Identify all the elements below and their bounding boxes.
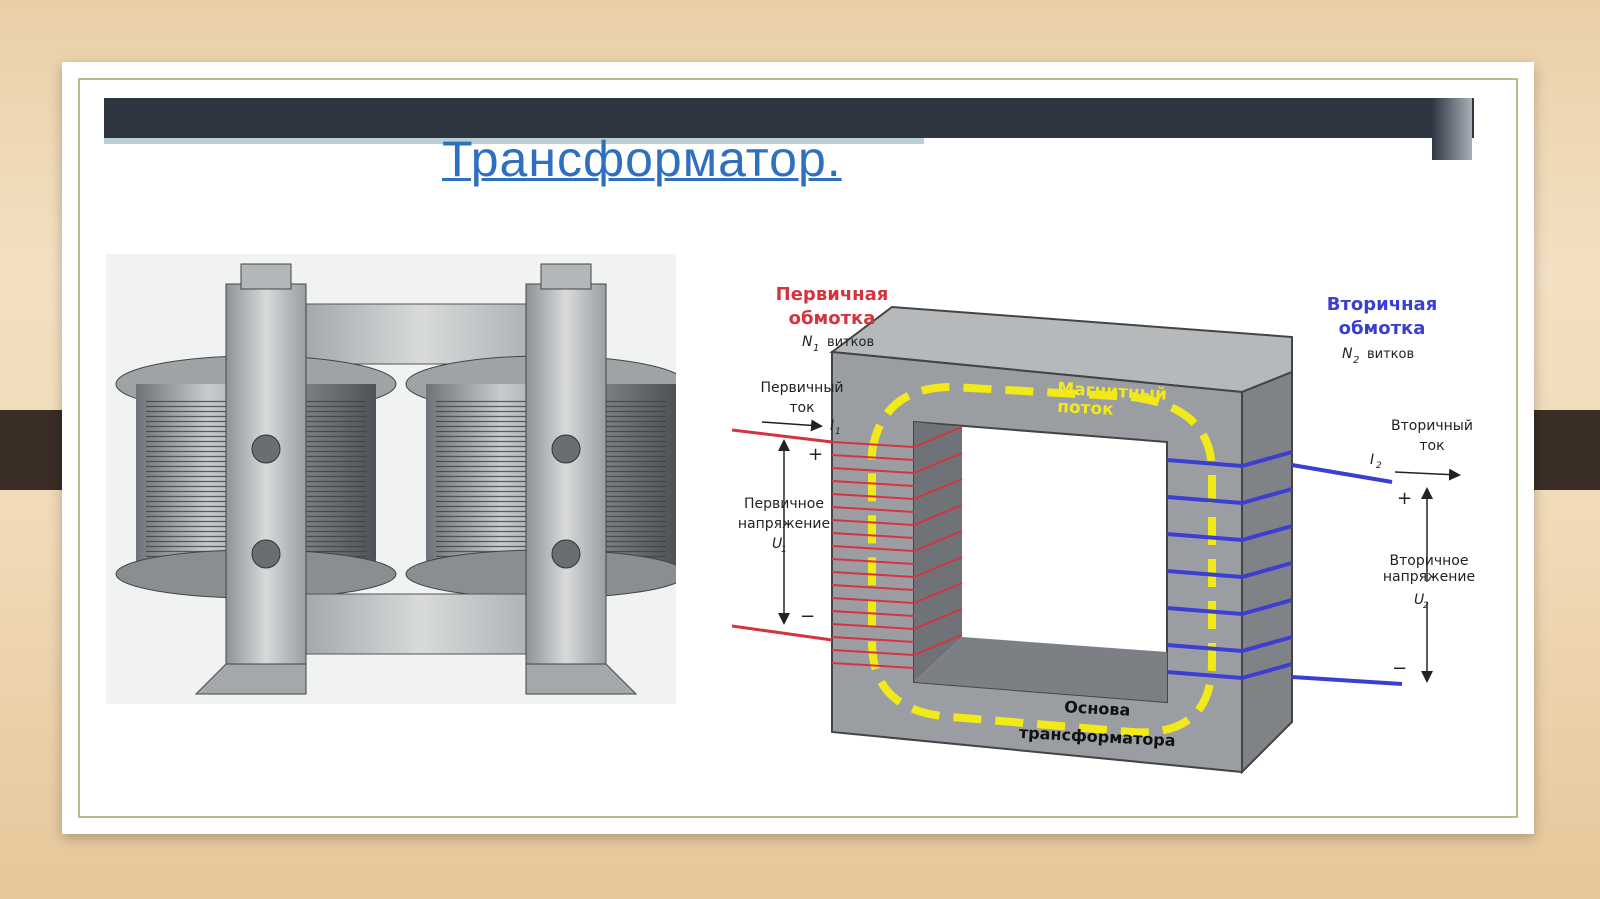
primary-winding-label-line2: обмотка: [789, 308, 876, 329]
secondary-winding-label-line2: обмотка: [1339, 318, 1426, 339]
primary-turns-symbol: N: [802, 334, 813, 350]
secondary-minus: −: [1392, 658, 1407, 679]
secondary-voltage-line1: Вторичное: [1390, 553, 1469, 569]
header-bar-fade: [1432, 98, 1472, 160]
primary-current-symbol: I: [830, 418, 834, 434]
primary-turns-sub: 1: [813, 343, 819, 354]
right-clamp: [525, 263, 638, 695]
slide: Трансформатор.: [62, 62, 1534, 834]
primary-current-line2: ток: [789, 400, 814, 416]
primary-winding: [731, 426, 963, 669]
header-bar: [104, 98, 1474, 138]
left-clamp: [194, 263, 307, 695]
primary-voltage-symbol: U: [772, 536, 782, 552]
slide-frame: [78, 78, 1518, 818]
secondary-current-line2: ток: [1419, 438, 1444, 454]
secondary-current-sub: 2: [1376, 461, 1382, 471]
secondary-current-arrow: [1394, 468, 1461, 481]
primary-plus: +: [808, 444, 823, 465]
primary-voltage-line1: Первичное: [744, 496, 824, 512]
transformer-illustration: [106, 254, 676, 704]
primary-voltage-sub: 1: [781, 545, 787, 555]
secondary-turns-sub: 2: [1353, 355, 1359, 366]
transformer-core: [829, 305, 1293, 775]
secondary-turns-symbol: N: [1342, 346, 1353, 362]
secondary-voltage-symbol: U: [1414, 592, 1424, 608]
primary-voltage-line2: напряжение: [738, 516, 830, 532]
magnetic-flux-path: [868, 382, 1216, 737]
secondary-winding-label-line1: Вторичная: [1327, 294, 1438, 315]
secondary-current-line1: Вторичный: [1391, 418, 1473, 434]
primary-current-arrow: [761, 419, 823, 432]
secondary-voltage-line2: напряжение: [1383, 569, 1475, 585]
secondary-current-symbol: I: [1370, 452, 1374, 468]
primary-minus: −: [800, 606, 815, 627]
primary-winding-label-line1: Первичная: [776, 284, 889, 305]
slide-title: Трансформатор.: [442, 131, 842, 187]
primary-current-sub: 1: [835, 427, 841, 437]
primary-turns-text: витков: [827, 335, 874, 350]
magnetic-flux-line2: поток: [1057, 397, 1115, 420]
secondary-winding: [1166, 450, 1403, 686]
transformer-diagram: Первичная обмотка N 1 витков Вторичная о…: [731, 284, 1475, 775]
secondary-voltage-sub: 2: [1423, 601, 1429, 611]
header-bar-accent: [104, 138, 924, 144]
secondary-turns-text: витков: [1367, 347, 1414, 362]
primary-current-line1: Первичный: [761, 380, 844, 396]
secondary-plus: +: [1397, 488, 1412, 509]
core-label-line1: Основа: [1064, 697, 1131, 719]
